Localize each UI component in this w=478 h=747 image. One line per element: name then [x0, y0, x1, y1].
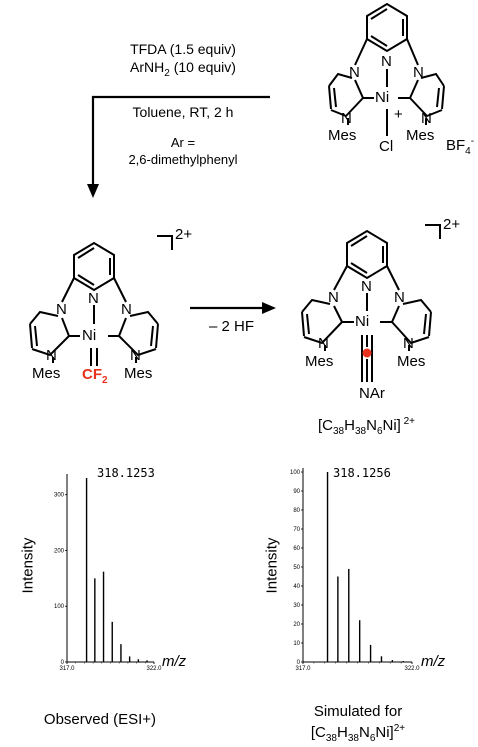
prod-charge: 2+: [443, 216, 461, 233]
prod-ligand-nar: NAr: [359, 385, 385, 402]
int-atom-n-d: N: [130, 347, 141, 364]
sm-atom-n-b: N: [413, 64, 424, 81]
sm-metal-ni: Ni: [375, 89, 390, 106]
intermediate-structure: [29, 235, 173, 366]
spectrum-simulated-xlabel: m/z: [421, 653, 446, 670]
spectrum-simulated-ylabel: Intensity: [263, 537, 281, 594]
prod-mes-left: Mes: [305, 353, 334, 370]
step1-arrowhead: [87, 184, 99, 198]
sm-atom-n-a: N: [349, 64, 360, 81]
prod-atom-n-b: N: [394, 289, 405, 306]
int-mes-left: Mes: [32, 365, 61, 382]
spectrum-simulated-peak-label: 318.1256: [333, 466, 391, 480]
condition-reagent2: ArNH2 (10 equiv): [130, 59, 236, 79]
sm-charge-plus: +: [394, 106, 403, 123]
spectrum-simulated: 0 10 20 30 40 50 60 70 80 90 100 317.0 322.0: [290, 468, 420, 672]
step2-label: – 2 HF: [209, 318, 255, 335]
x-tick-label: 322.0: [146, 666, 162, 672]
spectrum-simulated-caption: Simulated for [C38H38N6Ni]2+: [310, 703, 406, 744]
y-tick-label: 0: [297, 660, 301, 666]
prod-metal-ni: Ni: [355, 313, 370, 330]
step1-arrow: [91, 95, 270, 186]
prod-formula: [C38H38N6Ni] 2+: [318, 416, 416, 437]
condition-ar-def1: Ar =: [170, 135, 196, 150]
y-tick-label: 100: [54, 604, 65, 610]
starting-material-structure: [328, 2, 445, 136]
spectrum-observed: 0 100 200 300 317.0 322.0: [54, 474, 162, 672]
sm-atom-n-d: N: [421, 110, 432, 127]
y-tick-label: 70: [293, 527, 300, 533]
y-tick-label: 300: [54, 493, 65, 499]
int-atom-n-pyridine: N: [88, 290, 99, 307]
int-atom-n-b: N: [121, 301, 132, 318]
y-tick-label: 0: [61, 660, 65, 666]
y-tick-label: 10: [293, 641, 300, 647]
y-tick-label: 60: [293, 546, 300, 552]
sm-atom-n-pyridine: N: [381, 53, 392, 70]
prod-atom-n-c: N: [318, 335, 329, 352]
red-dot-marker: [362, 348, 372, 358]
y-tick-label: 50: [293, 565, 300, 571]
int-charge: 2+: [175, 226, 193, 243]
spectrum-observed-peak-label: 318.1253: [97, 466, 155, 480]
spectrum-observed-caption: Observed (ESI+): [43, 711, 157, 728]
sm-atom-n-c: N: [341, 110, 352, 127]
int-metal-ni: Ni: [82, 327, 97, 344]
prod-mes-right: Mes: [397, 353, 426, 370]
y-tick-label: 100: [290, 470, 301, 476]
sm-mes-right: Mes: [406, 127, 435, 144]
int-ligand-cf2: CF2: [82, 366, 108, 386]
spectrum-observed-ylabel: Intensity: [19, 537, 37, 594]
sm-mes-left: Mes: [328, 127, 357, 144]
x-tick-label: 317.0: [295, 666, 311, 672]
y-tick-label: 90: [293, 489, 300, 495]
condition-ar-def2: 2,6-dimethylphenyl: [128, 152, 238, 167]
x-tick-label: 322.0: [404, 666, 420, 672]
product-structure: [301, 224, 441, 382]
int-mes-right: Mes: [124, 365, 153, 382]
step2-arrowhead: [262, 302, 276, 314]
y-tick-label: 40: [293, 584, 300, 590]
x-tick-label: 317.0: [59, 666, 75, 672]
counterion: BF4-: [446, 136, 475, 157]
y-tick-label: 80: [293, 508, 300, 514]
int-atom-n-c: N: [46, 347, 57, 364]
condition-reagent1: TFDA (1.5 equiv): [130, 41, 236, 57]
y-tick-label: 30: [293, 603, 300, 609]
prod-atom-n-pyridine: N: [361, 278, 372, 295]
y-tick-label: 20: [293, 622, 300, 628]
sm-ligand-cl: Cl: [379, 138, 394, 155]
condition-solvent: Toluene, RT, 2 h: [132, 104, 234, 120]
y-tick-label: 200: [54, 548, 65, 554]
int-atom-n-a: N: [56, 301, 67, 318]
prod-atom-n-d: N: [403, 335, 414, 352]
prod-atom-n-a: N: [328, 289, 339, 306]
spectrum-observed-xlabel: m/z: [162, 653, 187, 670]
